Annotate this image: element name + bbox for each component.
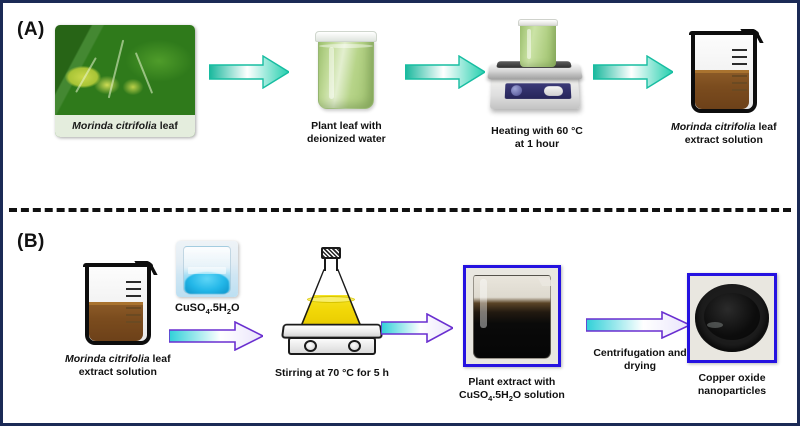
extract-caption-suffix: leaf [758,121,777,133]
leaf-photo-caption: Morinda citrifolia leaf [55,115,195,137]
centrifugation-label: Centrifugation and drying [593,347,687,372]
arrow-a2 [405,55,485,89]
arrow-b1 [169,321,263,351]
copper-sulfate-label: CuSO4.5H2O [175,302,240,317]
beaker-blue-crystal-photo-icon [176,241,239,297]
extract-beaker-node: Morinda citrifolia leaf extract solution [671,27,777,146]
hotplate-caption: Heating with 60 °C at 1 hour [491,125,583,150]
green-beaker-node: Plant leaf with deionized water [307,31,386,145]
erlenmeyer-flask-on-stirrer-icon [278,247,386,357]
arrow-a1 [209,55,289,89]
panel-b: (B) Morinda citrifolia leaf extract solu… [3,213,797,423]
centrifugation-step: Centrifugation and drying [578,311,702,372]
panel-a-label: (A) [17,19,45,40]
plant-extract-cuso4-caption: Plant extract with CuSO4.5H2O solution [459,376,565,403]
extract-beaker-b-node: Morinda citrifolia leaf extract solution [65,259,171,378]
morinda-leaf-photo-node: Morinda citrifolia leaf [55,25,195,137]
green-beaker-caption: Plant leaf with deionized water [307,120,386,145]
leaf-species-name: Morinda citrifolia [72,120,157,132]
panel-divider [9,208,791,212]
panel-a: (A) Morinda citrifolia leaf [3,3,797,208]
extract-b-species-name: Morinda citrifolia [65,353,150,365]
beaker-green-liquid-icon [315,31,378,109]
plant-extract-cuso4-photo-node: Plant extract with CuSO4.5H2O solution [459,265,565,405]
copper-oxide-nanoparticles-photo-node: Copper oxide nanoparticles [687,273,777,397]
panel-b-label: (B) [17,231,45,252]
extract-beaker-caption: Morinda citrifolia leaf extract solution [671,121,777,146]
hotplate-with-beaker-icon [486,19,585,115]
extract-b-caption-suffix: leaf [152,353,171,365]
beaker-brown-liquid-icon [688,27,764,113]
magnetic-stirrer-flask-node: Stirring at 70 °C for 5 h [275,247,389,380]
beaker-brown-liquid-icon-b [82,259,158,345]
hotplate-heating-node: Heating with 60 °C at 1 hour [486,19,585,150]
copper-oxide-caption: Copper oxide nanoparticles [697,372,767,397]
arrow-b3 [586,311,710,339]
extract-beaker-b-caption: Morinda citrifolia leaf extract solution [65,353,171,378]
arrow-b2 [381,313,453,343]
copper-sulfate-reagent-node: CuSO4.5H2O [175,241,240,319]
leaf-photograph-icon: Morinda citrifolia leaf [55,25,195,137]
stirring-caption: Stirring at 70 °C for 5 h [275,367,389,379]
arrow-a3 [593,55,673,89]
leaf-caption-suffix: leaf [159,120,178,132]
petri-dish-black-powder-photo-icon [687,273,777,363]
beaker-dark-solution-photo-icon [462,265,561,367]
extract-species-name: Morinda citrifolia [671,121,756,133]
